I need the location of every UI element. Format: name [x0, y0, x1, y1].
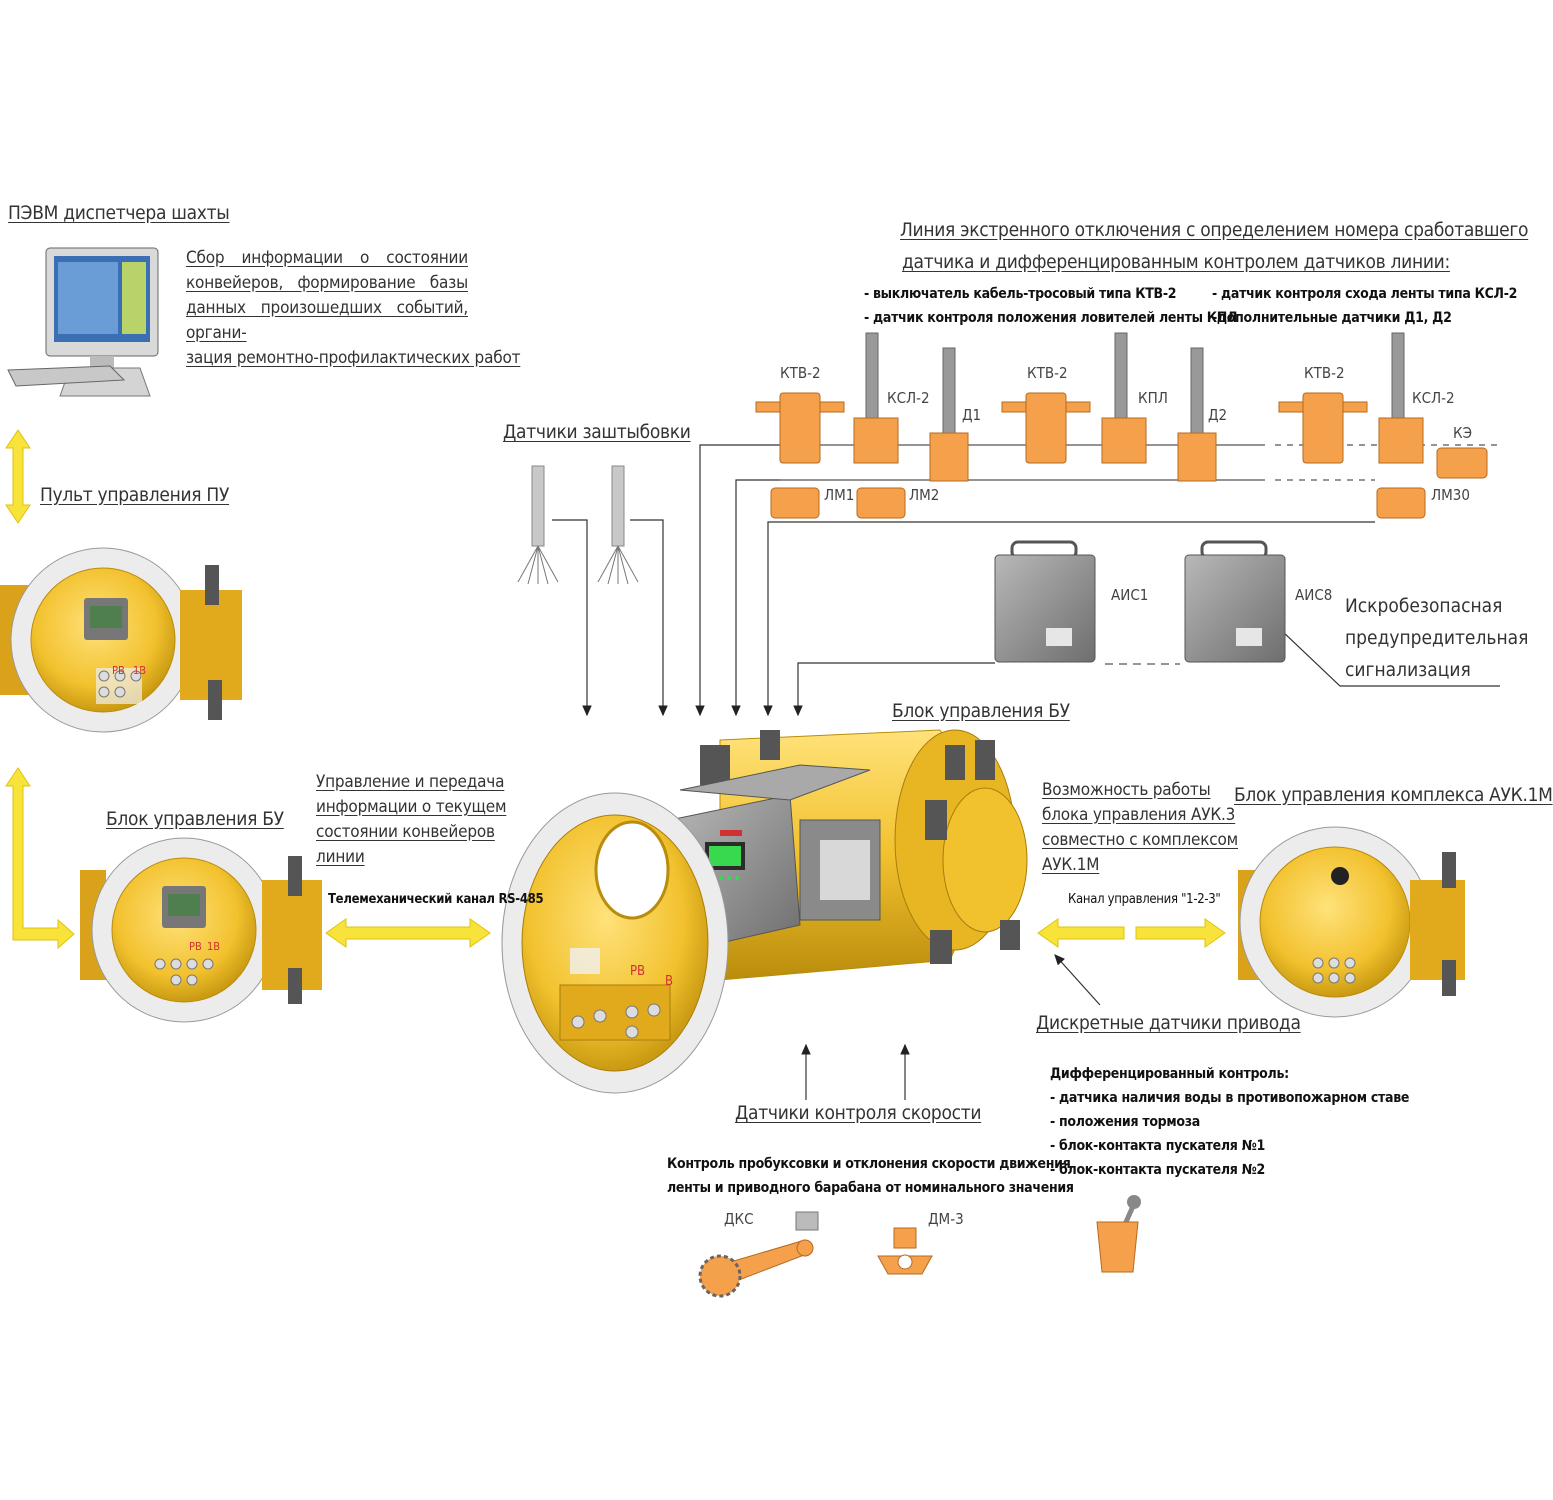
- ais-boxes: [994, 540, 1286, 663]
- device-label: КТВ-2: [1027, 364, 1068, 382]
- speed-title: Датчики контроля скорости: [735, 1102, 982, 1124]
- auk3-note: Возможность работы блока управления АУК.…: [1042, 778, 1238, 878]
- channel-123-label: Канал управления "1-2-3": [1068, 892, 1221, 907]
- diagram-graphics: [0, 247, 1500, 1298]
- pc-desc-line: конвейеров, формирование базы: [186, 273, 468, 293]
- bu-left-unit: [80, 837, 322, 1023]
- emergency-title-1: Линия экстренного отключения с определен…: [900, 219, 1529, 241]
- auk1m-unit: [1238, 826, 1465, 1018]
- device-label: КПЛ: [1138, 389, 1168, 407]
- control-info-line: состоянии конвейеров: [316, 822, 495, 842]
- dispatcher-pc: [7, 247, 159, 397]
- lm-label: ЛМ30: [1431, 486, 1470, 504]
- control-info: Управление и передача информации о текущ…: [316, 770, 507, 870]
- pc-title: ПЭВМ диспетчера шахты: [8, 202, 230, 224]
- ais-title-line: сигнализация: [1345, 659, 1471, 681]
- bu-left-label-1v: 1В: [207, 940, 221, 953]
- emergency-title-2: датчика и дифференцированным контролем д…: [902, 251, 1450, 273]
- pc-pu-arrow: [5, 429, 31, 524]
- control-info-line: информации о текущем: [316, 797, 507, 817]
- bu-main-label-rv: РВ: [630, 964, 646, 979]
- device-label: КТВ-2: [780, 364, 821, 382]
- auk1m-title: Блок управления комплекса АУК.1М: [1234, 784, 1553, 806]
- discrete-item: - блок-контакта пускателя №2: [1050, 1162, 1265, 1178]
- auk3-line: совместно с комплексом: [1042, 830, 1238, 850]
- pc-desc-line: данных произошедших событий, органи-: [186, 298, 468, 343]
- pu-label-rv: РВ: [112, 664, 125, 677]
- speed-desc-line: ленты и приводного барабана от номинальн…: [667, 1180, 1074, 1196]
- ktv2-sensors: [755, 392, 1368, 464]
- pc-desc-line: Сбор информации о состоянии: [186, 248, 468, 268]
- shtyb-title: Датчики заштыбовки: [503, 421, 691, 443]
- d-sensors: [929, 347, 1217, 482]
- lever-sensor: [1096, 1195, 1141, 1273]
- device-label: КСЛ-2: [1412, 389, 1455, 407]
- bu-main-label-v: В: [665, 974, 674, 989]
- lm-label: ЛМ2: [909, 486, 940, 504]
- emergency-right-item: -дополнительные датчики Д1, Д2: [1212, 310, 1452, 326]
- ais-title-line: предупредительная: [1345, 627, 1529, 649]
- signal-lines: [552, 444, 1500, 1100]
- shtyb-sensors: [517, 465, 639, 585]
- auk3-line: АУК.1М: [1042, 855, 1100, 875]
- ais-title: Искробезопасная предупредительная сигнал…: [1345, 590, 1528, 686]
- pc-desc-line: зация ремонтно-профилактических работ: [186, 348, 521, 368]
- control-info-line: Управление и передача: [316, 772, 505, 792]
- ais-label: АИС1: [1111, 586, 1149, 604]
- pu-unit: [0, 547, 242, 733]
- device-label: Д1: [962, 406, 982, 424]
- ais-title-line: Искробезопасная: [1345, 595, 1503, 617]
- channel-123-arrows: [1037, 918, 1226, 948]
- device-label: КСЛ-2: [887, 389, 930, 407]
- auk3-line: блока управления АУК.3: [1042, 805, 1236, 825]
- lm-and-ke-modules: [770, 447, 1488, 519]
- dks-sensor: [698, 1211, 819, 1298]
- device-label: КЭ: [1453, 424, 1473, 442]
- discrete-item: - положения тормоза: [1050, 1114, 1200, 1130]
- speed-device-label: ДМ-3: [928, 1210, 964, 1228]
- speed-device-label: ДКС: [724, 1210, 754, 1228]
- pc-description: Сбор информации о состоянии конвейеров, …: [186, 246, 521, 371]
- pu-bu-arrow: [5, 767, 75, 950]
- discrete-item: - датчика наличия воды в противопожарном…: [1050, 1090, 1410, 1106]
- discrete-title: Дискретные датчики привода: [1036, 1012, 1301, 1034]
- pu-label-1v: 1В: [133, 664, 147, 677]
- dm3-sensor: [877, 1227, 933, 1275]
- discrete-heading: Дифференцированный контроль:: [1050, 1066, 1289, 1082]
- emergency-left-item: - датчик контроля положения ловителей ле…: [864, 310, 1238, 326]
- emergency-left-item: - выключатель кабель-тросовый типа КТВ-2: [864, 286, 1177, 302]
- auk3-line: Возможность работы: [1042, 780, 1211, 800]
- bu-main-unit: [501, 729, 1028, 1094]
- rs485-label: Телемеханический канал RS-485: [328, 892, 544, 907]
- discrete-item: - блок-контакта пускателя №1: [1050, 1138, 1265, 1154]
- bu-left-title: Блок управления БУ: [106, 808, 284, 830]
- pu-title: Пульт управления ПУ: [40, 484, 230, 506]
- device-label: КТВ-2: [1304, 364, 1345, 382]
- control-info-line: линии: [316, 847, 365, 867]
- ksl-kpl-sensors: [853, 332, 1424, 464]
- rs485-arrow: [325, 918, 491, 948]
- emergency-right-item: - датчик контроля схода ленты типа КСЛ-2: [1212, 286, 1518, 302]
- lm-label: ЛМ1: [824, 486, 855, 504]
- speed-desc-line: Контроль пробуксовки и отклонения скорос…: [667, 1156, 1071, 1172]
- device-label: Д2: [1208, 406, 1228, 424]
- ais-label: АИС8: [1295, 586, 1333, 604]
- bu-left-label-rv: РВ: [189, 940, 202, 953]
- bu-main-title: Блок управления БУ: [892, 700, 1070, 722]
